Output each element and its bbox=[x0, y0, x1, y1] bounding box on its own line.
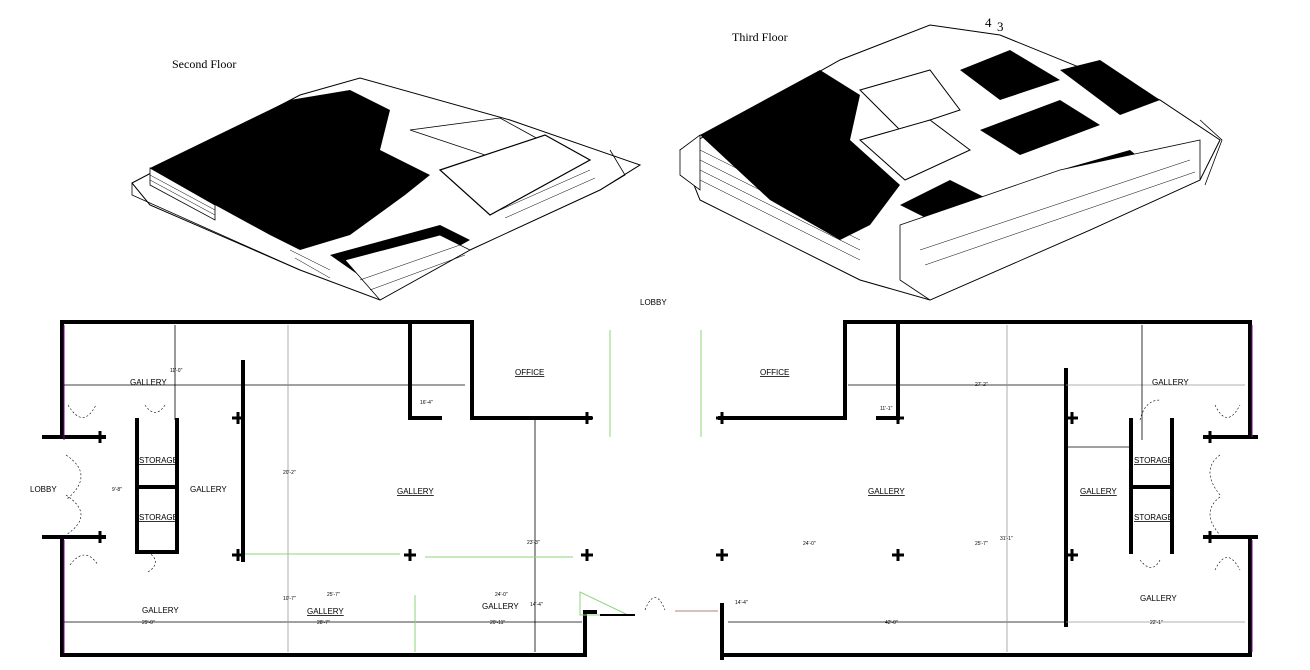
room-gallery-top: GALLERY bbox=[1152, 378, 1189, 387]
room-storage-1: STORAGE bbox=[139, 456, 178, 465]
room-gallery-bottom-left: GALLERY bbox=[142, 606, 179, 615]
room-gallery-bottom-right: GALLERY bbox=[1140, 594, 1177, 603]
dimension: 20'-11" bbox=[490, 620, 505, 626]
dimension: 14'-4" bbox=[735, 600, 748, 606]
dimension: 11'-0" bbox=[170, 368, 183, 374]
dimension: 23'-3" bbox=[527, 540, 540, 546]
dimension: 22'-1" bbox=[1150, 620, 1163, 626]
dimension: 29'-0" bbox=[142, 620, 155, 626]
left-floor-plan: GALLERY OFFICE LOBBY STORAGE STORAGE GAL… bbox=[30, 320, 666, 657]
column-markers bbox=[94, 412, 593, 561]
room-gallery-mid-right: GALLERY bbox=[1080, 487, 1117, 496]
marker-3: 3 bbox=[997, 19, 1004, 34]
dimension: 25'-7" bbox=[327, 592, 340, 598]
column-markers bbox=[716, 412, 1216, 561]
right-floor-plan: OFFICE GALLERY STORAGE STORAGE GALLERY G… bbox=[675, 320, 1258, 660]
room-gallery-bottom-mid: GALLERY bbox=[307, 607, 344, 616]
dimension: 28'-7" bbox=[317, 620, 330, 626]
room-gallery-center: GALLERY bbox=[397, 487, 434, 496]
third-floor-isometric: Third Floor 4 3 bbox=[679, 15, 1223, 301]
room-storage-2: STORAGE bbox=[139, 513, 178, 522]
second-floor-title: Second Floor bbox=[172, 57, 236, 71]
dimension: 42'-0" bbox=[885, 620, 898, 626]
dimension: 14'-4" bbox=[530, 602, 543, 608]
room-gallery-top: GALLERY bbox=[130, 378, 167, 387]
dimension: 11'-1" bbox=[880, 406, 893, 412]
dimension: 10'-7" bbox=[283, 596, 296, 602]
room-gallery-bottom-right: GALLERY bbox=[482, 602, 519, 611]
room-gallery-center: GALLERY bbox=[868, 487, 905, 496]
marker-2: 2 bbox=[390, 176, 397, 191]
room-office: OFFICE bbox=[515, 368, 544, 377]
second-floor-isometric: Second Floor 2 1 bbox=[131, 57, 642, 301]
dimension: 16'-4" bbox=[420, 400, 433, 406]
dimension: 31'-1" bbox=[1000, 536, 1013, 542]
dimension: 24'-0" bbox=[495, 592, 508, 598]
dimension: 24'-0" bbox=[803, 541, 816, 547]
room-storage-2: STORAGE bbox=[1134, 513, 1173, 522]
marker-1: 1 bbox=[403, 180, 410, 195]
room-storage-1: STORAGE bbox=[1134, 456, 1173, 465]
room-office: OFFICE bbox=[760, 368, 789, 377]
dimension: 20'-2" bbox=[283, 470, 296, 476]
third-floor-title: Third Floor bbox=[732, 30, 788, 44]
dimension: 9'-8" bbox=[112, 487, 122, 493]
marker-4: 4 bbox=[985, 15, 992, 30]
dimension: 25'-7" bbox=[975, 541, 988, 547]
room-lobby: LOBBY bbox=[30, 485, 57, 494]
room-gallery-mid-left: GALLERY bbox=[190, 485, 227, 494]
lobby-center-label: LOBBY bbox=[640, 298, 667, 307]
dimension: 27'-2" bbox=[975, 382, 988, 388]
